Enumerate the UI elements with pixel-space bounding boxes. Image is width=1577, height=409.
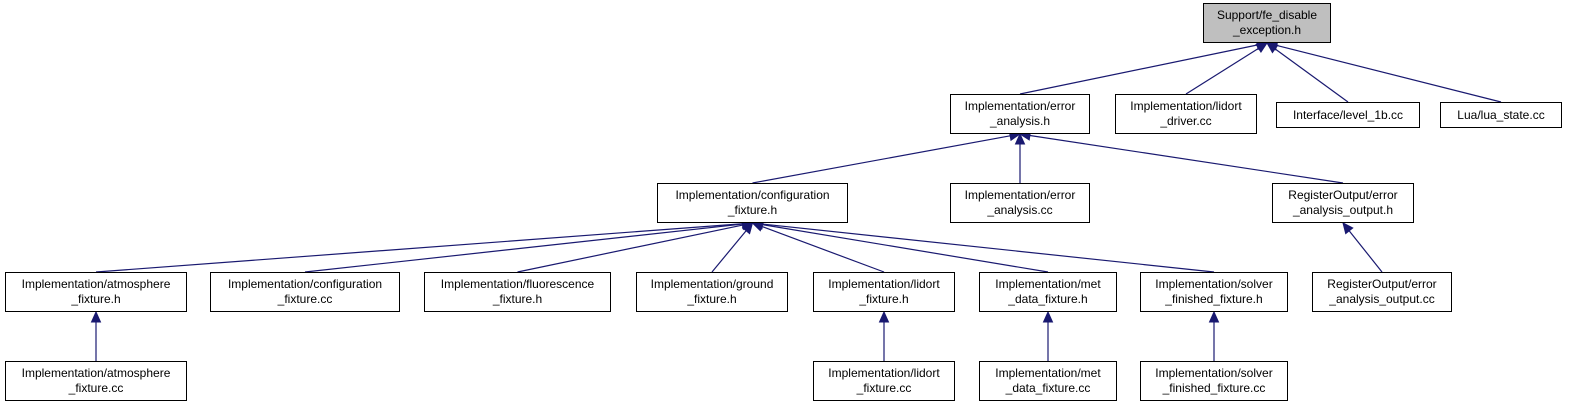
- node-label-line1: Implementation/error: [964, 99, 1076, 113]
- node-label-line1: Implementation/atmosphere: [21, 366, 171, 380]
- node-implementation-fluorescence-fixture-h[interactable]: Implementation/fluorescence _fixture.h: [424, 272, 611, 312]
- node-support-fe-disable-exception-h: Support/fe_disable _exception.h: [1203, 3, 1331, 43]
- node-label-line2: _finished_fixture.h: [1165, 292, 1263, 306]
- node-label-line2: _fixture.h: [71, 292, 121, 306]
- edge-arrowhead: [1042, 310, 1054, 323]
- node-label-line2: _analysis_output.h: [1292, 203, 1394, 217]
- node-label-line2: _exception.h: [1232, 23, 1302, 37]
- node-label-line2: _fixture.h: [687, 292, 737, 306]
- edge-line: [762, 224, 1049, 273]
- node-label-line2: _fixture.cc: [856, 381, 912, 395]
- edge-line: [1019, 44, 1258, 95]
- edge-line: [761, 225, 885, 273]
- node-label-line2: _fixture.h: [492, 292, 543, 306]
- node-label-line1: Implementation/solver: [1155, 277, 1273, 291]
- node-label-line2: _finished_fixture.cc: [1162, 381, 1266, 395]
- node-label-line1: Implementation/met: [995, 277, 1101, 291]
- node-implementation-met-data-fixture-cc[interactable]: Implementation/met _data_fixture.cc: [979, 361, 1117, 401]
- edge-line: [1348, 230, 1383, 273]
- node-label-line1: Implementation/ground: [650, 277, 774, 291]
- node-label-line1: Implementation/configuration: [675, 188, 830, 202]
- node-label-line1: Implementation/lidort: [828, 366, 940, 380]
- node-label-line2: _fixture.h: [727, 203, 778, 217]
- edge-line: [762, 223, 1215, 273]
- node-label-line1: Implementation/met: [995, 366, 1101, 380]
- node-label-line1: Implementation/error: [964, 188, 1076, 202]
- node-label-line1: Implementation/configuration: [227, 277, 383, 291]
- node-registeroutput-error-analysis-output-h[interactable]: RegisterOutput/error _analysis_output.h: [1272, 183, 1414, 223]
- edge-arrowhead: [1208, 310, 1220, 323]
- node-implementation-error-analysis-cc[interactable]: Implementation/error _analysis.cc: [950, 183, 1090, 223]
- node-implementation-configuration-fixture-h[interactable]: Implementation/configuration _fixture.h: [657, 183, 848, 223]
- edge-line: [304, 223, 743, 273]
- edge-arrowhead: [741, 222, 754, 235]
- node-registeroutput-error-analysis-output-cc[interactable]: RegisterOutput/error _analysis_output.cc: [1312, 272, 1452, 312]
- node-implementation-atmosphere-fixture-h[interactable]: Implementation/atmosphere _fixture.h: [5, 272, 187, 312]
- node-implementation-met-data-fixture-h[interactable]: Implementation/met _data_fixture.h: [979, 272, 1117, 312]
- node-label-line1: Implementation/lidort: [1130, 99, 1242, 113]
- edge-arrowhead: [1255, 42, 1269, 54]
- node-implementation-lidort-fixture-cc[interactable]: Implementation/lidort _fixture.cc: [813, 361, 955, 401]
- node-label-line2: _analysis_output.cc: [1329, 292, 1435, 306]
- node-label-line2: _analysis.h: [989, 114, 1051, 128]
- edge-line: [517, 224, 743, 273]
- node-label-line1: Support/fe_disable: [1216, 8, 1318, 22]
- node-label-line1: Implementation/atmosphere: [21, 277, 171, 291]
- node-label-line2: _fixture.cc: [68, 381, 124, 395]
- node-interface-level-1b-cc[interactable]: Interface/level_1b.cc: [1276, 102, 1420, 128]
- edge-line: [95, 223, 743, 273]
- edge-line: [1276, 44, 1502, 103]
- node-implementation-lidort-fixture-h[interactable]: Implementation/lidort _fixture.h: [813, 272, 955, 312]
- node-label-line2: _fixture.cc: [277, 292, 333, 306]
- edge-line: [711, 230, 747, 273]
- node-label-line2: _data_fixture.cc: [1005, 381, 1091, 395]
- node-label-line1: RegisterOutput/error: [1327, 277, 1437, 291]
- node-label-line2: _fixture.h: [859, 292, 909, 306]
- node-implementation-ground-fixture-h[interactable]: Implementation/ground _fixture.h: [636, 272, 788, 312]
- node-label-line1: Implementation/solver: [1155, 366, 1273, 380]
- edge-line: [752, 135, 1011, 184]
- node-label-line1: Implementation/lidort: [828, 277, 940, 291]
- edge-arrowhead: [90, 310, 102, 323]
- node-label-line2: _analysis.cc: [987, 203, 1053, 217]
- edge-arrowhead: [878, 310, 890, 323]
- node-label-line1: Lua/lua_state.cc: [1457, 107, 1545, 122]
- node-implementation-lidort-driver-cc[interactable]: Implementation/lidort _driver.cc: [1115, 94, 1257, 134]
- node-implementation-atmosphere-fixture-cc[interactable]: Implementation/atmosphere _fixture.cc: [5, 361, 187, 401]
- node-label-line2: _data_fixture.h: [1008, 292, 1088, 306]
- node-label-line1: Interface/level_1b.cc: [1292, 107, 1404, 122]
- edge-line: [1274, 48, 1349, 103]
- node-implementation-error-analysis-h[interactable]: Implementation/error _analysis.h: [950, 94, 1090, 134]
- node-implementation-configuration-fixture-cc[interactable]: Implementation/configuration _fixture.cc: [210, 272, 400, 312]
- node-implementation-solver-finished-fixture-cc[interactable]: Implementation/solver _finished_fixture.…: [1140, 361, 1288, 401]
- edge-line: [1029, 134, 1344, 184]
- edge-arrowhead: [1014, 132, 1026, 145]
- edge-line: [1185, 47, 1259, 95]
- node-label-line1: RegisterOutput/error: [1288, 188, 1398, 202]
- node-implementation-solver-finished-fixture-h[interactable]: Implementation/solver _finished_fixture.…: [1140, 272, 1288, 312]
- node-label-line1: Implementation/fluorescence: [440, 277, 595, 291]
- node-label-line2: _driver.cc: [1160, 114, 1212, 128]
- node-lua-lua-state-cc[interactable]: Lua/lua_state.cc: [1440, 102, 1562, 128]
- edge-arrowhead: [1342, 222, 1354, 235]
